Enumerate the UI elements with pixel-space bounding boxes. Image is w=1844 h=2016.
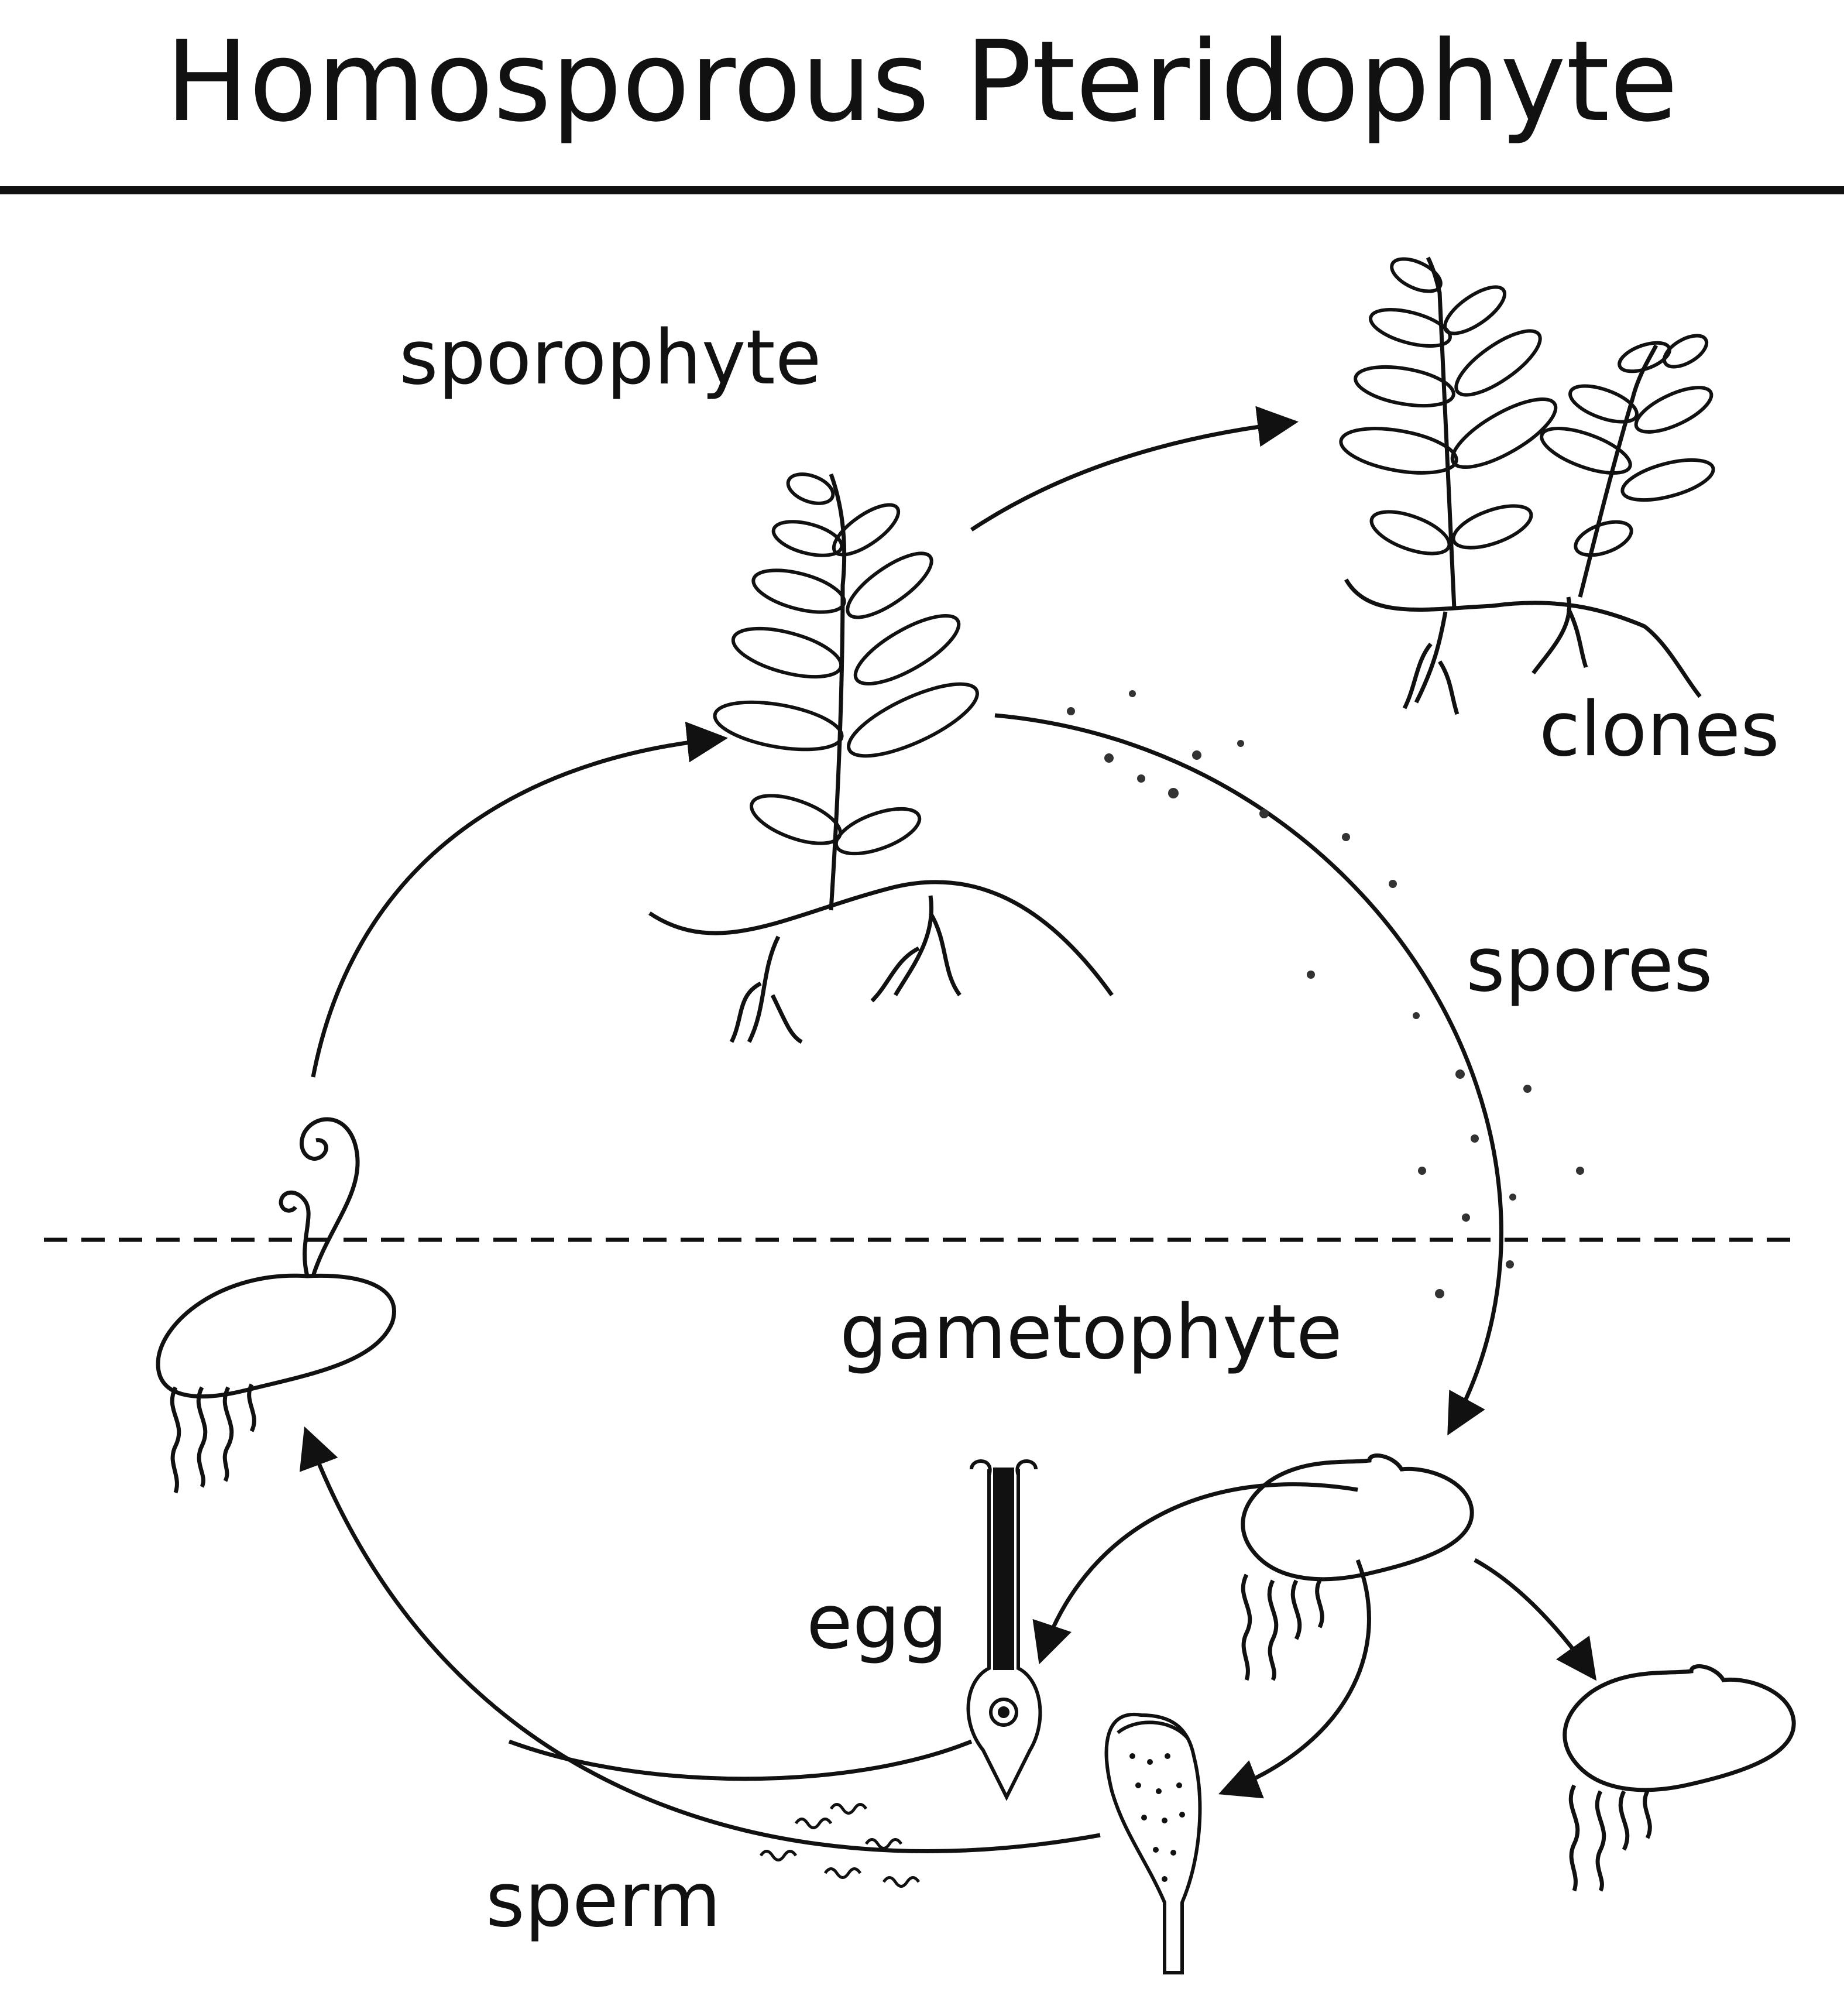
gametophyte-thallus — [156, 1273, 396, 1399]
sperm-cells — [759, 1803, 921, 1888]
archegonium — [966, 1459, 1042, 1801]
young-sporophyte — [156, 1117, 396, 1494]
cycle-arrows — [299, 406, 1597, 1853]
arrow-fertilization-to-sporophyte — [299, 1426, 1101, 1853]
sporophyte-fern — [648, 472, 1114, 1044]
diagram-title: Homosporous Pteridophyte — [166, 17, 1678, 146]
arrow-egg-to-fertilization — [508, 1739, 973, 1781]
spore-dots — [1067, 690, 1584, 1298]
arrow-to-archegonium — [1032, 1482, 1358, 1665]
antheridium — [1104, 1712, 1202, 1974]
arrow-young-sporophyte-to-sporophyte — [311, 721, 728, 1078]
arrow-to-second-gametophyte — [1474, 1558, 1597, 1681]
arrow-to-clones — [970, 406, 1299, 532]
gametophyte-second — [1563, 1664, 1796, 1892]
label-sporophyte: sporophyte — [399, 314, 821, 402]
arrow-to-antheridium — [1218, 1559, 1371, 1799]
clone-ferns — [1339, 256, 1715, 715]
label-sperm: sperm — [486, 1857, 721, 1944]
label-egg: egg — [806, 1579, 947, 1666]
label-clones: clones — [1539, 686, 1780, 773]
arrow-spores-to-gametophyte — [994, 713, 1503, 1436]
fiddlehead-icon — [299, 1117, 360, 1277]
label-spores: spores — [1466, 921, 1713, 1009]
label-gametophyte: gametophyte — [840, 1289, 1342, 1376]
gametophyte-main — [1241, 1453, 1474, 1681]
